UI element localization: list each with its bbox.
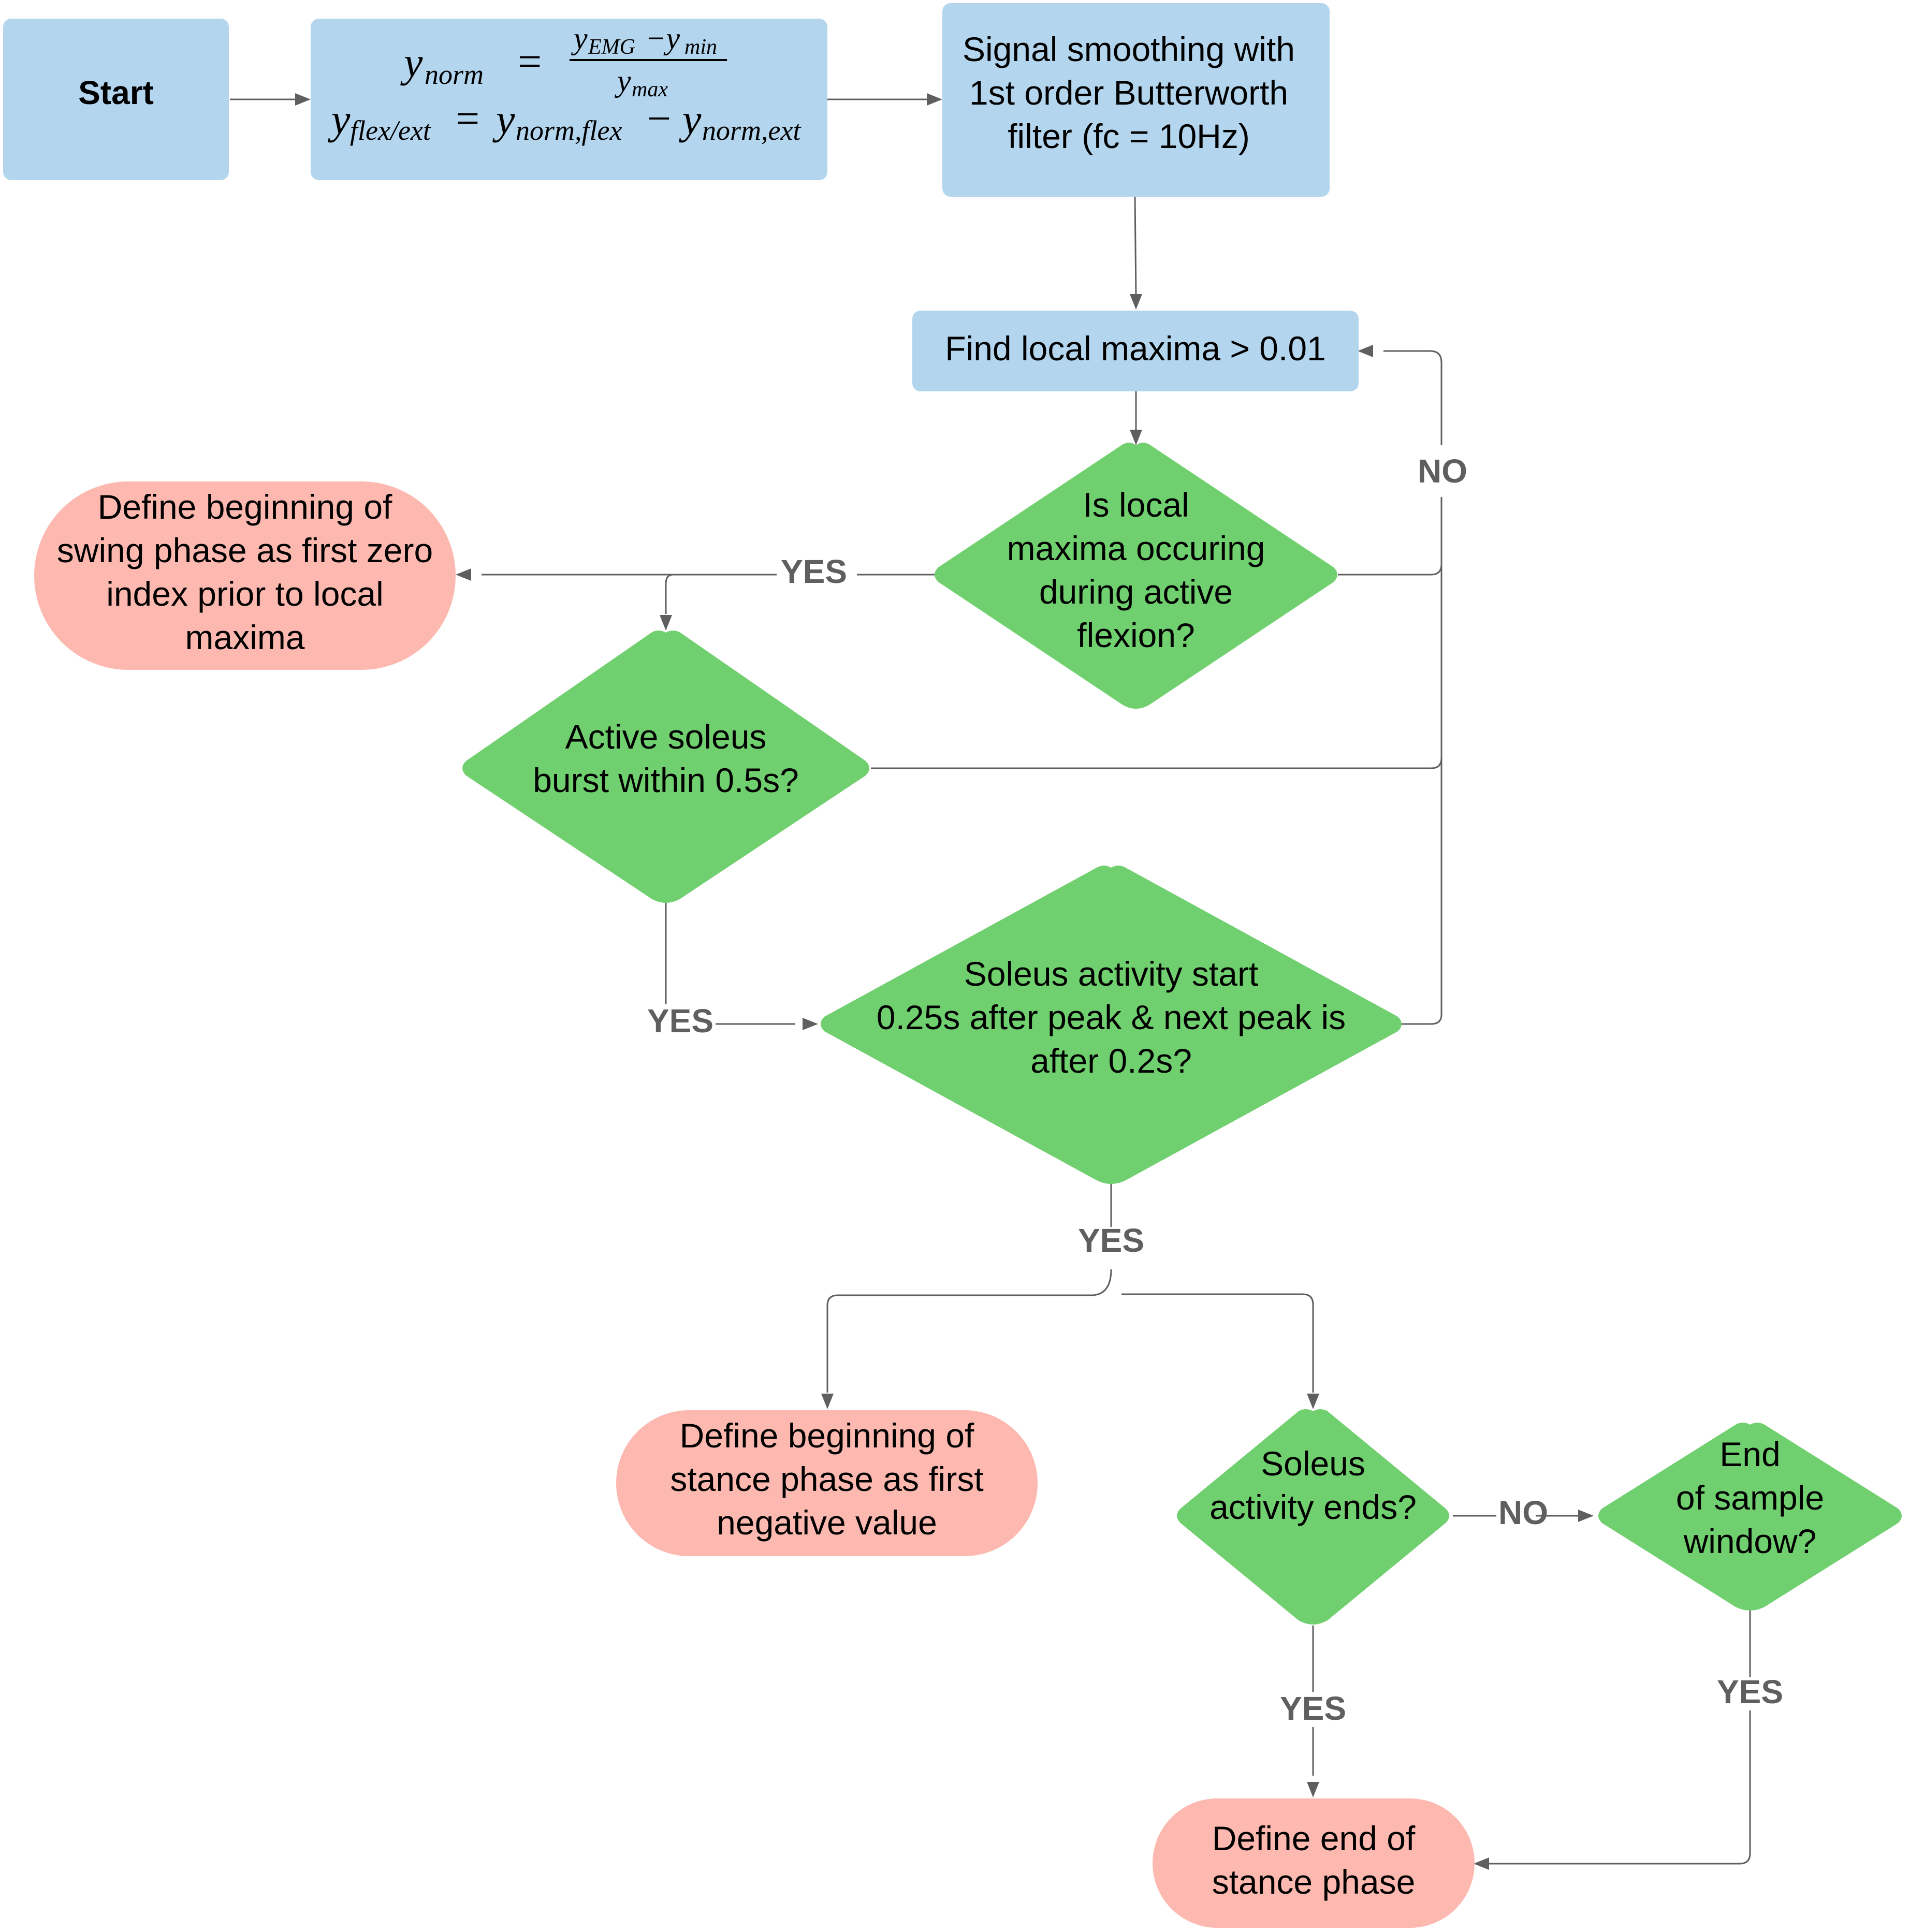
eq1-equals: = (518, 38, 542, 85)
edge-no-vertical-trunk (1395, 497, 1442, 1025)
edge-burst-no-join (871, 757, 1442, 769)
stance-line: Define beginning of (680, 1416, 974, 1455)
arrowhead (1130, 430, 1142, 445)
end-window-text: End of sample window? (1676, 1435, 1824, 1560)
eq2-term1: y (492, 96, 515, 143)
edge-start-yes-split (826, 1183, 1314, 1393)
soleus-start-line: Soleus activity start (964, 955, 1259, 993)
normalization-node (311, 19, 827, 180)
arrowheads (295, 93, 1594, 1870)
soleus-start-line: 0.25s after peak & next peak is (877, 998, 1346, 1036)
start-label: Start (78, 74, 154, 111)
swing-line: index prior to local (106, 575, 384, 613)
edge-label-yes-burst: YES (647, 1002, 713, 1040)
arrowhead (1130, 294, 1142, 310)
swing-line: maxima (185, 618, 304, 656)
eq2-lhs: y (328, 96, 351, 143)
eq1-lhs-sub: norm (425, 59, 484, 90)
end-stance-line: stance phase (1212, 1863, 1416, 1901)
eq2-lhs-sub: flex/ext (350, 115, 432, 146)
soleus-burst-text: Active soleus burst within 0.5s? (533, 718, 799, 799)
smoothing-text: Signal smoothing with 1st order Butterwo… (963, 30, 1295, 155)
flexion-decision (935, 443, 1337, 709)
edge-window-yes-down (1486, 1609, 1751, 1865)
edge-label-yes-flexion: YES (781, 553, 847, 590)
eq1-denominator-sub: max (632, 78, 668, 101)
define-stance-node (616, 1410, 1038, 1556)
stance-line: stance phase as first (670, 1460, 983, 1498)
arrowhead (1358, 345, 1373, 357)
eq2-term1-sub: norm,flex (516, 115, 622, 146)
arrowhead (1307, 1782, 1319, 1797)
edge-smoothing-to-maxima (1134, 196, 1137, 296)
edge-label-yes-start: YES (1078, 1222, 1144, 1259)
soleus-start-text: Soleus activity start 0.25s after peak &… (877, 955, 1346, 1080)
arrowhead (927, 93, 942, 106)
eq1-denominator-y: y (614, 64, 631, 98)
eq1-numerator-sub2: min (684, 35, 717, 59)
stance-line: negative value (717, 1503, 937, 1542)
arrowhead (295, 93, 311, 106)
flexion-line: Is local (1083, 486, 1189, 524)
edge-label-no-ends: NO (1498, 1494, 1548, 1531)
soleus-ends-decision (1177, 1409, 1449, 1624)
arrowhead (456, 568, 471, 581)
swing-line: swing phase as first zero (57, 531, 433, 569)
start-node (3, 19, 229, 180)
define-swing-node (34, 481, 456, 670)
smoothing-line: filter (fc = 10Hz) (1008, 117, 1250, 155)
soleus-ends-line: Soleus (1261, 1444, 1365, 1483)
define-end-stance-node (1153, 1798, 1475, 1928)
eq2-term2-sub: norm,ext (702, 115, 802, 146)
flexion-line: flexion? (1077, 616, 1195, 654)
normalization-formula: y norm = y EMG −y min y max y flex/ext =… (328, 21, 802, 146)
smoothing-line: 1st order Butterworth (969, 74, 1288, 112)
soleus-ends-text: Soleus activity ends? (1209, 1444, 1417, 1526)
edge-label-yes-window: YES (1717, 1673, 1783, 1710)
flexion-line: maxima occuring (1007, 529, 1265, 567)
edge-flexion-yes-to-burst (665, 574, 674, 614)
edge-label-yes-ends: YES (1280, 1690, 1346, 1727)
edge-label-no-loop: NO (1418, 452, 1467, 490)
soleus-burst-line: burst within 0.5s? (533, 761, 799, 799)
end-window-line: window? (1683, 1522, 1817, 1560)
swing-line: Define beginning of (98, 488, 392, 526)
flexion-line: during active (1039, 573, 1233, 611)
arrowhead (1307, 1394, 1319, 1409)
eq1-numerator-minus-y: −y (645, 21, 680, 55)
eq2-term2: y (679, 96, 702, 143)
flexion-text: Is local maxima occuring during active f… (1007, 486, 1265, 654)
eq2-equals: = (456, 95, 479, 142)
find-maxima-node (912, 311, 1359, 391)
end-window-line: End (1719, 1435, 1780, 1473)
soleus-start-decision (821, 866, 1402, 1184)
edges (230, 98, 1751, 1865)
arrowhead (1474, 1857, 1489, 1870)
soleus-burst-decision (462, 631, 869, 903)
define-end-stance-text: Define end of stance phase (1212, 1819, 1416, 1901)
end-window-decision (1598, 1423, 1902, 1611)
eq1-lhs: y (400, 39, 423, 86)
smoothing-line: Signal smoothing with (963, 30, 1295, 68)
arrowhead (821, 1394, 834, 1409)
soleus-burst-line: Active soleus (565, 718, 767, 756)
soleus-start-line: after 0.2s? (1030, 1042, 1192, 1080)
end-stance-line: Define end of (1212, 1819, 1416, 1857)
arrowhead (803, 1018, 818, 1030)
arrowhead (1578, 1510, 1594, 1522)
end-window-line: of sample (1676, 1479, 1824, 1517)
edge-burst-yes-to-start (665, 902, 795, 1025)
define-swing-text: Define beginning of swing phase as first… (57, 488, 433, 656)
smoothing-node (942, 3, 1330, 197)
eq1-numerator-sub: EMG (588, 35, 635, 59)
eq2-minus: − (647, 95, 671, 142)
soleus-ends-line: activity ends? (1209, 1488, 1417, 1526)
eq1-numerator-y: y (571, 21, 588, 55)
arrowhead (660, 615, 672, 631)
define-stance-text: Define beginning of stance phase as firs… (670, 1416, 983, 1542)
edge-labels: NO YES YES YES NO YES YES (647, 452, 1783, 1727)
find-maxima-label: Find local maxima > 0.01 (945, 329, 1326, 368)
